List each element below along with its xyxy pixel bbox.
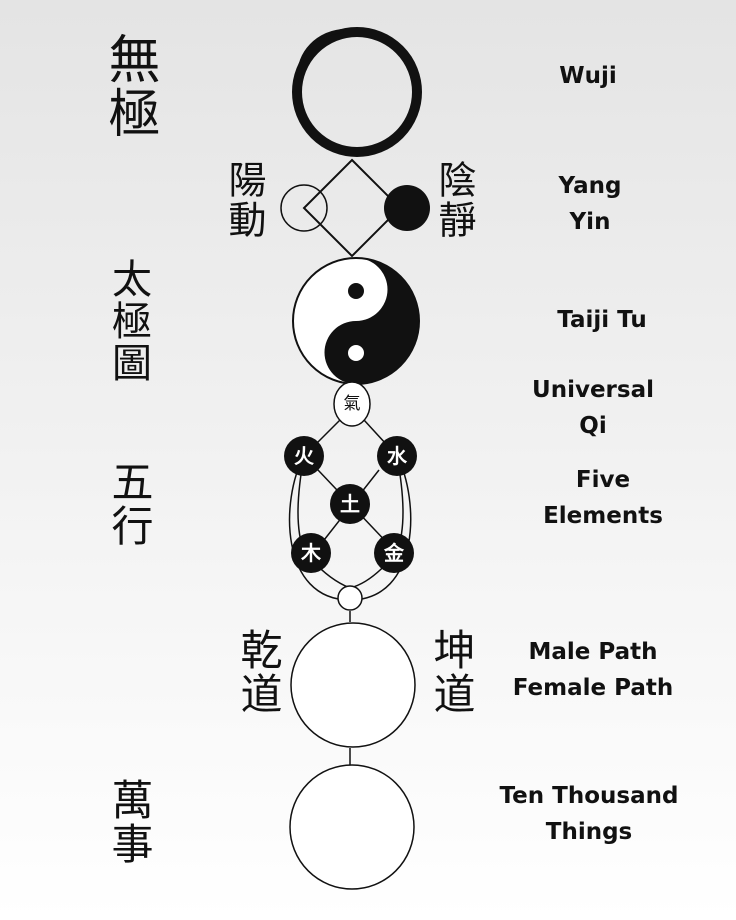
five-elements-cjk: 五行 xyxy=(105,460,154,548)
water-char: 水 xyxy=(387,444,407,468)
qi-oval xyxy=(333,381,371,427)
path-circle xyxy=(290,622,416,748)
five-label-text: Five xyxy=(575,467,631,493)
yang-circle xyxy=(280,184,328,232)
ten-thousand-things-cjk: 萬事 xyxy=(105,778,154,866)
qi-label-text: Qi xyxy=(579,413,607,439)
male-path-cjk: 乾道 xyxy=(234,628,283,716)
yang-yin-label: Yang Yin xyxy=(480,168,700,240)
fire-disc xyxy=(284,436,324,476)
yin-circle xyxy=(384,185,430,231)
things-label-text: Things xyxy=(545,819,633,845)
qi-char: 氣 xyxy=(343,394,361,414)
elements-label-text: Elements xyxy=(543,503,663,529)
female-path-label-text: Female Path xyxy=(512,675,674,701)
yin-cjk: 陰靜 xyxy=(432,160,476,240)
wuji-brush-tail xyxy=(297,29,344,82)
yang-cjk: 陽動 xyxy=(222,160,266,240)
male-path-label-text: Male Path xyxy=(528,639,658,665)
five-elements-label: Five Elements xyxy=(493,462,713,534)
fire-char: 火 xyxy=(294,444,314,468)
taiji-tu-symbol xyxy=(292,257,420,385)
yang-label-text: Yang xyxy=(558,173,622,199)
water-disc xyxy=(377,436,417,476)
ten-thousand-label-text: Ten Thousand xyxy=(499,783,679,809)
ten-thousand-things-label: Ten Thousand Things xyxy=(479,778,699,850)
taiji-tu-cjk: 太極圖 xyxy=(105,258,151,384)
wuji-circle xyxy=(292,27,422,157)
taiji-tu-label: Taiji Tu xyxy=(492,302,712,338)
ten-thousand-circle xyxy=(289,764,415,890)
wood-disc xyxy=(291,533,331,573)
wuji-label-text: Wuji xyxy=(559,63,617,89)
metal-disc xyxy=(374,533,414,573)
female-path-cjk: 坤道 xyxy=(427,628,476,716)
wuji-label: Wuji xyxy=(478,58,698,94)
wuji-cjk: 無極 xyxy=(99,32,159,140)
universal-qi-label: Universal Qi xyxy=(483,372,703,444)
convergence-circle xyxy=(337,585,363,611)
earth-disc xyxy=(330,484,370,524)
taiji-tu-label-text: Taiji Tu xyxy=(557,307,647,333)
yin-label-text: Yin xyxy=(569,209,611,235)
wood-char: 木 xyxy=(301,541,321,565)
universal-label-text: Universal xyxy=(532,377,654,403)
earth-char: 土 xyxy=(340,492,360,516)
male-female-path-label: Male Path Female Path xyxy=(483,634,703,706)
metal-char: 金 xyxy=(384,541,404,565)
